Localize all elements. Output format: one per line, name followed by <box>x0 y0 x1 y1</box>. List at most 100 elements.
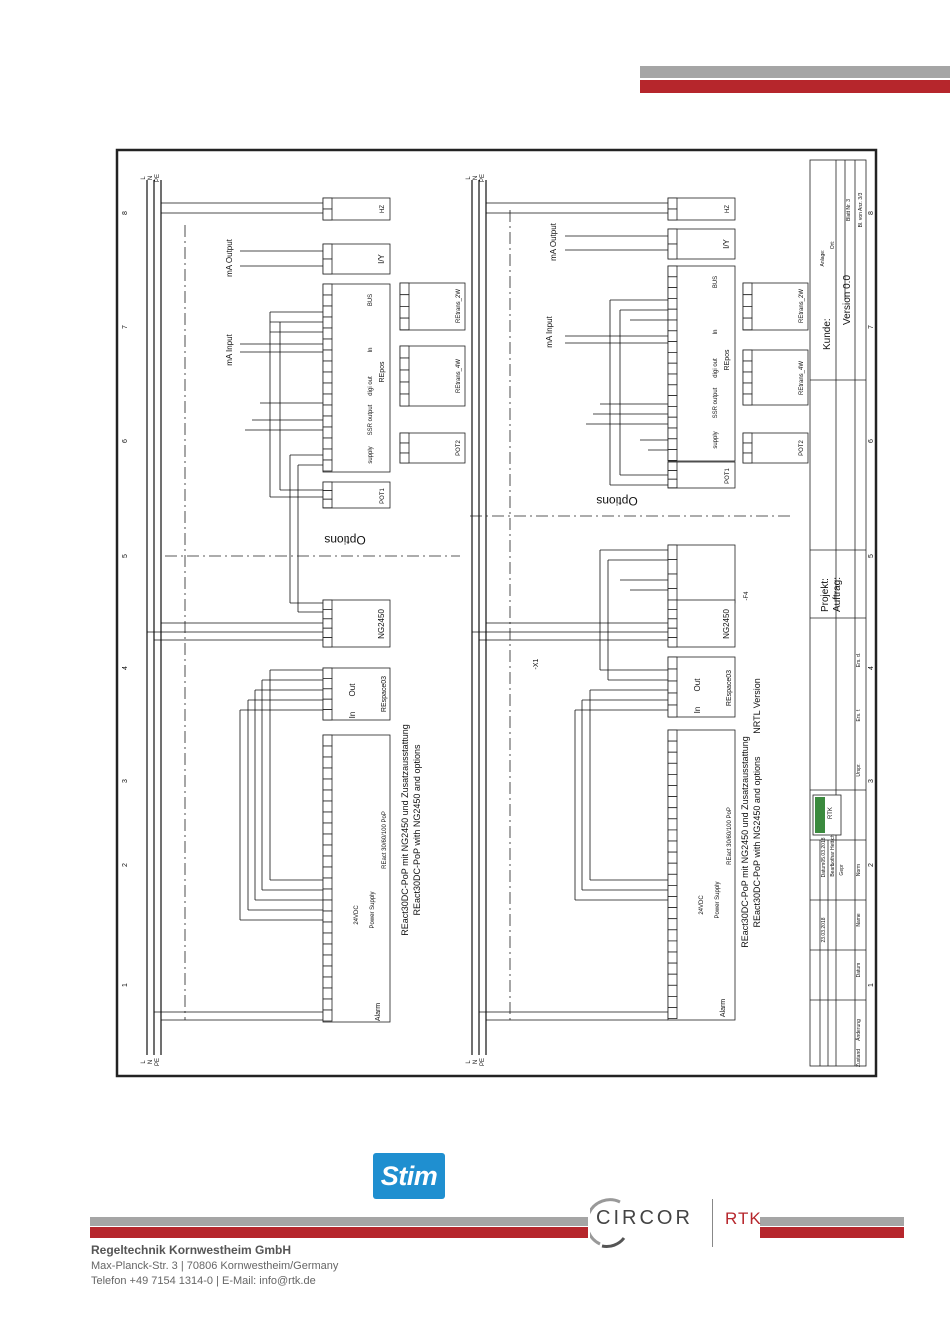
terminal <box>322 349 333 362</box>
title-en-right: REact30DC-PoP with NG2450 and options <box>752 756 762 927</box>
terminal <box>742 282 753 296</box>
pot1-label-left: POT1 <box>380 488 386 504</box>
terminal <box>322 954 333 967</box>
terminal <box>667 774 678 786</box>
iy-label-right: I/Y <box>722 238 731 248</box>
terminal <box>322 678 333 690</box>
terminal <box>667 668 678 682</box>
terminal <box>667 896 678 909</box>
ursprung-label: Urspr. <box>856 763 862 776</box>
terminal <box>322 987 333 1000</box>
terminal <box>667 885 678 897</box>
terminal <box>742 382 753 395</box>
terminal <box>742 442 753 454</box>
terminal <box>322 698 333 711</box>
terminal <box>322 258 333 275</box>
respace-module-right <box>667 656 736 718</box>
terminal <box>322 609 333 620</box>
column-number-right: 8 <box>868 211 875 215</box>
company-info: Regeltechnik Kornwestheim GmbH Max-Planc… <box>91 1243 338 1287</box>
footer-red-bar-left <box>90 1227 588 1238</box>
terminal <box>667 395 678 407</box>
title-en-left: REact30DC-PoP with NG2450 and options <box>412 744 422 915</box>
terminal <box>667 829 678 842</box>
terminal <box>667 704 678 718</box>
terminal <box>399 357 410 371</box>
anlage-label: Anlage: <box>820 250 826 267</box>
terminal <box>667 197 678 210</box>
terminal <box>399 317 410 331</box>
terminal <box>667 751 678 764</box>
terminal <box>322 618 333 629</box>
date1-label: 23.03.2018 <box>821 917 827 942</box>
bus-label-right: BUS <box>713 276 719 288</box>
repos-label-left: REpos <box>379 361 386 383</box>
terminal <box>667 951 678 964</box>
terminal <box>667 962 678 975</box>
terminal <box>667 351 678 364</box>
retrans2w-label-left: REtrans_2W <box>456 289 462 323</box>
terminal <box>322 327 333 340</box>
pot2-label-right: POT2 <box>799 440 805 456</box>
terminal <box>322 844 333 857</box>
column-number-left: 2 <box>122 863 129 867</box>
terminal <box>667 276 678 288</box>
terminal <box>742 371 753 384</box>
bearb-label: Bearb <box>830 863 836 877</box>
column-number-left: 3 <box>122 779 129 783</box>
react-label-left: REact 30/60/100 PoP <box>382 811 388 869</box>
terminal <box>322 976 333 989</box>
terminal <box>667 573 678 589</box>
terminal <box>667 609 678 620</box>
terminal <box>667 470 678 480</box>
footer-grey-bar-left <box>90 1217 588 1226</box>
options-label-right: Options <box>596 494 637 508</box>
stim-logo: Stim <box>373 1153 445 1199</box>
terminal <box>667 818 678 831</box>
aenderung-label: Änderung <box>855 1019 862 1041</box>
terminal <box>667 599 678 610</box>
terminal <box>322 338 333 351</box>
repos-label-right: REpos <box>724 349 731 371</box>
circor-logo: CIRCOR <box>596 1207 693 1229</box>
ssr-label-left: SSR output <box>368 404 374 435</box>
column-number-left: 6 <box>122 439 129 443</box>
terminal <box>322 745 333 758</box>
projekt-label: Projekt: <box>820 578 831 612</box>
terminal <box>399 305 410 319</box>
terminal <box>667 762 678 775</box>
terminal <box>322 877 333 890</box>
terminal <box>322 208 333 221</box>
terminal <box>322 822 333 835</box>
terminal <box>322 627 333 639</box>
terminal <box>322 283 333 296</box>
terminal <box>667 243 678 260</box>
header-grey-bar <box>640 66 950 78</box>
terminal <box>322 756 333 769</box>
terminal <box>322 243 333 260</box>
terminal <box>322 789 333 802</box>
pot1-label-right: POT1 <box>725 468 731 484</box>
column-number-left: 8 <box>122 211 129 215</box>
f4-label: -F4 <box>744 591 750 601</box>
terminal <box>322 833 333 846</box>
ng2450-label-left: NG2450 <box>377 609 386 639</box>
rail-label-top-left: L <box>141 176 147 180</box>
terminal <box>322 888 333 901</box>
terminal <box>399 393 410 407</box>
v24dc-label-left: 24VDC <box>354 905 360 925</box>
terminal <box>399 345 410 359</box>
terminal <box>399 294 410 307</box>
bus-label-left: BUS <box>368 294 374 306</box>
terminal <box>322 932 333 945</box>
retrans4w-module-right <box>742 349 809 406</box>
hz-label: HZ <box>380 205 386 213</box>
ers-d-label: Ers. d. <box>856 653 862 667</box>
ma-output-label-right: mA Output <box>549 222 558 261</box>
ma-output-label-left: mA Output <box>225 238 234 277</box>
terminal <box>667 940 678 953</box>
terminal <box>667 416 678 429</box>
terminal <box>322 197 333 210</box>
company-name: Regeltechnik Kornwestheim GmbH <box>91 1243 292 1257</box>
terminal <box>322 800 333 813</box>
